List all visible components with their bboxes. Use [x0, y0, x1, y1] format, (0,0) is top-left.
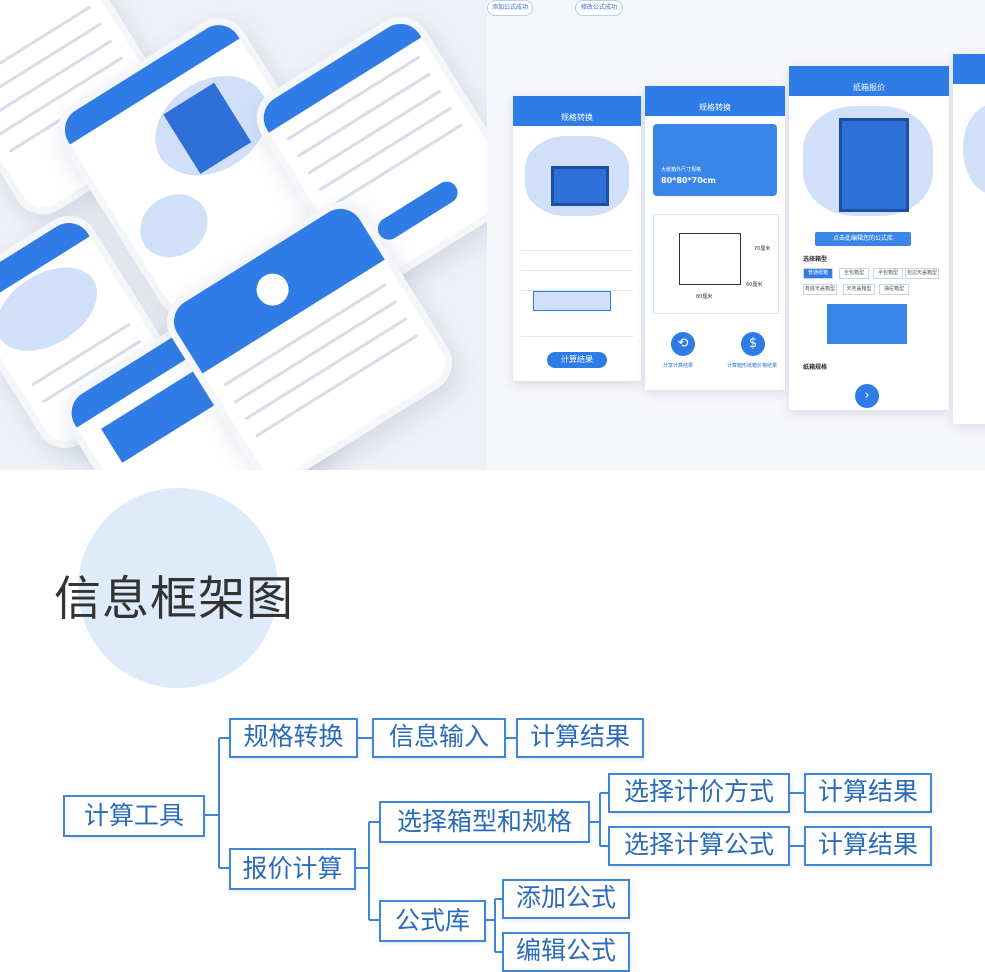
node-pricing-result: 计算结果	[804, 773, 932, 813]
phone-mockup-collage	[0, 0, 487, 470]
node-add-formula: 添加公式	[502, 879, 630, 919]
node-spec-convert: 规格转换	[229, 718, 358, 758]
node-edit-formula: 编辑公式	[502, 932, 630, 972]
node-quote-calc: 报价计算	[229, 848, 356, 890]
chip-5[interactable]: 天地盖箱型	[843, 284, 875, 295]
node-spec-result: 计算结果	[516, 718, 644, 758]
node-select-pricing: 选择计价方式	[608, 773, 790, 813]
screen-spec-convert: 规格转换 计算结果	[513, 96, 641, 381]
node-select-box-spec: 选择箱型和规格	[379, 801, 590, 843]
dollar-icon[interactable]: $	[741, 332, 765, 356]
node-formula-result: 计算结果	[804, 826, 932, 866]
chip-4[interactable]: 有底无盖箱型	[803, 284, 837, 295]
dim-depth: 60厘米	[746, 282, 763, 288]
dim-width: 80厘米	[696, 294, 713, 300]
spec-label: 纸箱规格	[803, 364, 828, 371]
screen-title: 规格转换	[561, 113, 593, 122]
screen-spec-result: 规格转换 大纸箱外尺寸规格 80*80*70cm 70厘米 60厘米 80厘米 …	[645, 86, 785, 390]
connector-formula	[486, 898, 502, 953]
connector-select	[590, 792, 608, 847]
add-formula-success-pill: 添加公式成功	[487, 0, 533, 16]
app-screens-strip: 添加公式成功 修改公式成功 规格转换 计算结果 规格转换 大纸箱外尺寸规格 80…	[487, 0, 985, 470]
node-select-formula: 选择计算公式	[608, 826, 790, 866]
edit-formula-link[interactable]: 点击此编辑您的公式库	[815, 232, 911, 246]
share-label: 分享计算结果	[663, 363, 694, 369]
chip-3[interactable]: 包边天盖箱型	[905, 268, 939, 279]
edit-formula-success-pill: 修改公式成功	[575, 0, 623, 16]
screen-box-quote: 纸箱报价 点击此编辑您的公式库 选择箱型 普通纸箱 全包箱型 半包箱型 包边天盖…	[789, 66, 949, 410]
page-title: 信息框架图	[54, 572, 294, 627]
chip-6[interactable]: 抽屉箱型	[879, 284, 909, 295]
connector-root	[205, 737, 229, 869]
chip-1[interactable]: 全包箱型	[839, 268, 869, 279]
next-arrow-icon[interactable]: ›	[855, 384, 879, 408]
chip-2[interactable]: 半包箱型	[873, 268, 903, 279]
connector-quote	[356, 821, 379, 921]
screen-partial	[953, 54, 985, 424]
dim-height: 70厘米	[754, 246, 771, 252]
card-text: 大纸箱外尺寸规格	[661, 167, 702, 173]
title-decor-circle	[78, 488, 278, 688]
node-root: 计算工具	[63, 795, 205, 837]
section-label: 选择箱型	[803, 256, 828, 263]
calculate-button[interactable]: 计算结果	[547, 352, 607, 368]
share-icon[interactable]: ⟲	[671, 332, 695, 356]
node-info-input: 信息输入	[372, 718, 506, 758]
card-size: 80*80*70cm	[661, 176, 716, 185]
node-formula-library: 公式库	[379, 900, 486, 942]
price-label: 计算箱形纸箱价格结果	[727, 363, 778, 369]
screen-title: 纸箱报价	[853, 83, 885, 92]
chip-0[interactable]: 普通纸箱	[803, 268, 833, 279]
connector-results	[790, 792, 804, 847]
screen-title: 规格转换	[699, 103, 731, 112]
